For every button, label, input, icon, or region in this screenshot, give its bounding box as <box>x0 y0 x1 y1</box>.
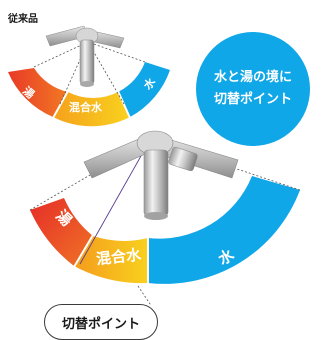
legacy-arc-gauge <box>8 41 170 127</box>
legacy-mix-label: 混合水 <box>69 100 103 114</box>
legacy-mix-zone <box>53 92 130 127</box>
faucet-handle-icon <box>45 25 125 87</box>
legacy-cold-zone <box>118 62 170 117</box>
faucet-handle-icon <box>83 130 239 220</box>
callout-line-1: 水と湯の境に <box>213 70 292 85</box>
legacy-product-label: 従来品 <box>8 14 38 25</box>
new-arc-gauge <box>29 139 301 305</box>
callout-badge: 水と湯の境に 切替ポイント <box>196 32 310 146</box>
new-hot-zone <box>30 198 93 266</box>
switch-point-line <box>79 139 151 265</box>
new-mix-label: 混合水 <box>95 246 143 269</box>
new-mix-zone <box>74 236 148 284</box>
legacy-hot-zone <box>8 68 68 117</box>
switch-point-label: 切替ポイント <box>44 304 158 340</box>
new-cold-zone <box>148 176 300 284</box>
callout-line-2: 切替ポイント <box>213 92 292 107</box>
